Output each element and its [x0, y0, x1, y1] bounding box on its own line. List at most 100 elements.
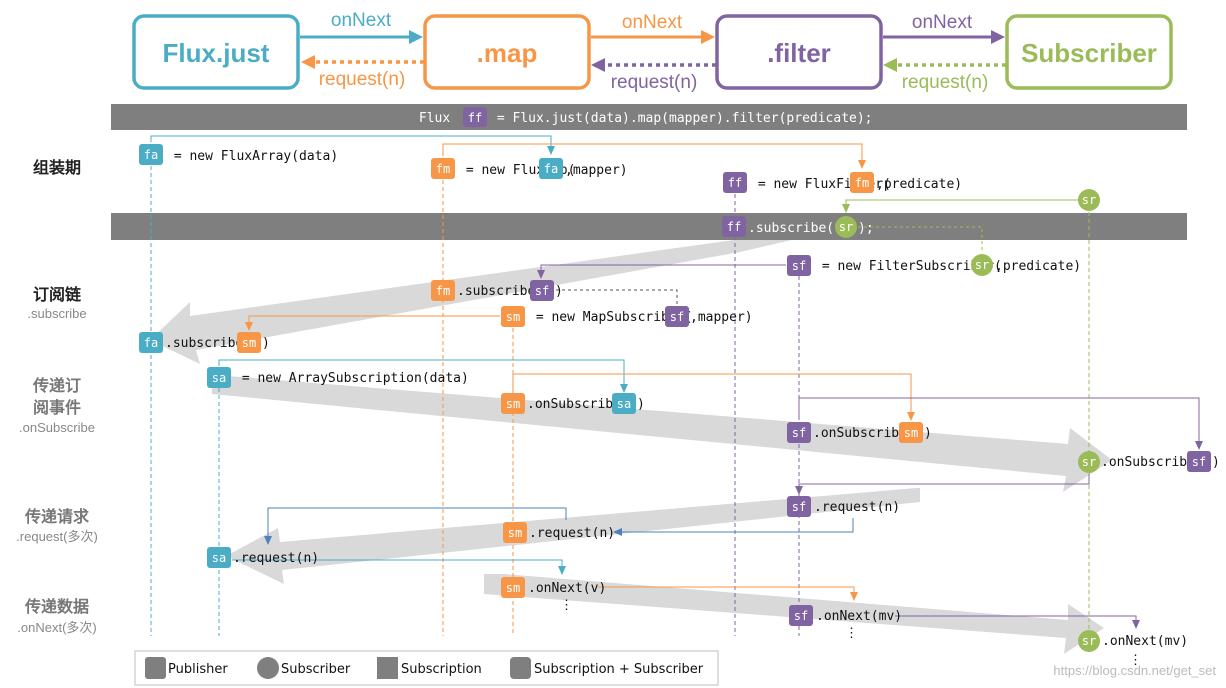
legend-subscription-label: Subscription: [401, 662, 482, 677]
tag-fa-arg: fa: [544, 162, 558, 176]
phase-onnext-subtitle: .onNext(多次): [17, 620, 96, 635]
statement-arraysubscription-text: = new ArraySubscription(data): [234, 371, 469, 386]
flow-bands: [150, 238, 1112, 654]
statement-sf-onnext-text: .onNext(mv): [816, 609, 902, 624]
tag-sa-arg: sa: [617, 397, 631, 411]
statement-mapsubscriber-text2: ,mapper): [690, 310, 753, 325]
code-bar-2-tag: ff: [727, 220, 741, 234]
legend-subscription-subscriber-swatch: [510, 657, 531, 679]
statement-filtersubscriber-text2: ,predicate): [995, 259, 1081, 274]
statement-fm-subscribe-text: .subscribe(: [457, 284, 543, 299]
tag-sm-3: sm: [508, 526, 522, 540]
tag-sf: sf: [792, 259, 806, 273]
ellipsis-sr: ⋮: [1129, 653, 1142, 668]
statement-sr-onsubscribe-text: .onSubscribe(: [1101, 455, 1203, 470]
on-next-label-2: onNext: [622, 12, 683, 33]
statement-fa-subscribe-text: .subscribe(: [165, 336, 251, 351]
statement-sr: sr: [1078, 189, 1100, 211]
subscriber-label: Subscriber: [1021, 38, 1157, 68]
tag-sf-2: sf: [792, 426, 806, 440]
header: Flux.just .map .filter Subscriber onNext…: [132, 10, 1173, 93]
statement-fa-subscribe-text2: ): [262, 336, 270, 351]
flux-just-box: [132, 14, 300, 90]
statement-fm-subscribe: fm .subscribe( sf ): [431, 280, 563, 301]
statement-sm-request: sm .request(n): [503, 522, 615, 543]
tag-fm-2: fm: [436, 284, 450, 298]
statement-mapsubscriber: sm = new MapSubscriber( sf ,mapper): [501, 306, 753, 327]
code-bar-1-tag: ff: [468, 111, 482, 125]
statement-sf-request-text: .request(n): [814, 500, 900, 515]
connectors: [150, 135, 1203, 629]
legend-publisher-swatch: [145, 657, 166, 679]
phase-onsubscribe-title-line2: 阅事件: [33, 398, 81, 417]
statement-sf-request: sf .request(n): [787, 496, 900, 517]
tag-sm-4: sm: [506, 581, 520, 595]
tag-sr-arg: sr: [975, 258, 989, 272]
legend-publisher-label: Publisher: [168, 662, 228, 677]
phase-onsubscribe-subtitle: .onSubscribe: [19, 420, 95, 435]
phase-request-title: 传递请求: [24, 507, 90, 526]
statement-fluxarray: fa = new FluxArray(data): [139, 144, 338, 165]
tag-fa-2: fa: [144, 336, 158, 350]
tag-sa: sa: [212, 371, 226, 385]
code-bar-1-text: = Flux.just(data).map(mapper).filter(pre…: [489, 111, 873, 126]
statement-sa-request: sa .request(n): [207, 547, 319, 568]
code-bar-1: Flux ff = Flux.just(data).map(mapper).fi…: [111, 104, 1187, 130]
statement-sr-onsubscribe-text2: ): [1212, 455, 1220, 470]
on-next-label-1: onNext: [331, 10, 392, 31]
statement-filtersubscriber: sf = new FilterSubscriber( sr ,predicate…: [787, 254, 1081, 276]
phase-subscribe-title: 订阅链: [33, 285, 82, 304]
legend: Publisher Subscriber Subscription Subscr…: [134, 650, 719, 686]
statement-sm-request-text: .request(n): [529, 526, 615, 541]
statement-fluxmap-text2: ,mapper): [565, 163, 628, 178]
statement-fluxmap: fm = new FluxMap( fa ,mapper): [431, 158, 628, 179]
statements: fa = new FluxArray(data) fm = new FluxMa…: [139, 144, 1220, 668]
legend-subscriber-swatch: [257, 657, 279, 679]
phase-onnext-title: 传递数据: [24, 597, 89, 616]
request-label-2: request(n): [611, 72, 698, 93]
statement-sf-onsubscribe-text: .onSubscribe(: [813, 426, 915, 441]
tag-sf-4: sf: [794, 609, 808, 623]
tag-sf-3: sf: [792, 500, 806, 514]
filter-box: [715, 14, 883, 90]
request-band: [226, 488, 920, 584]
phase-onsubscribe-title-line1: 传递订: [32, 376, 81, 395]
ellipsis-sm: ⋮: [560, 598, 573, 613]
subscribe-band: [150, 238, 800, 364]
tag-sm: sm: [506, 310, 520, 324]
code-bar-2-text-a: .subscribe(: [748, 221, 834, 236]
statement-sm-onsubscribe-text: .onSubscribe(: [527, 397, 629, 412]
statement-sf-onsubscribe: sf .onSubscribe( sm ): [787, 422, 932, 443]
tag-ff: ff: [728, 176, 742, 190]
code-bar-1-prefix: Flux: [419, 111, 458, 126]
tag-sm-arg-2: sm: [904, 426, 918, 440]
statement-sm-onsubscribe: sm .onSubscribe( sa ): [501, 393, 645, 414]
statement-sr-onsubscribe: sr .onSubscribe( sf ): [1078, 451, 1220, 473]
code-bar-2-text-b: );: [858, 221, 874, 236]
map-box: [423, 14, 591, 90]
statement-fluxfilter: ff = new FluxFilter( fm ,predicate): [723, 172, 962, 193]
phase-subscribe-subtitle: .subscribe: [27, 306, 86, 321]
statement-fluxarray-text: = new FluxArray(data): [166, 149, 338, 164]
statement-filtersubscriber-text: = new FilterSubscriber(: [814, 259, 1002, 274]
legend-subscription-subscriber-label: Subscription + Subscriber: [534, 662, 704, 677]
phase-request-subtitle: .request(多次): [16, 529, 98, 544]
filter-label: .filter: [767, 38, 831, 68]
tag-sm-arg: sm: [242, 336, 256, 350]
tag-fa: fa: [144, 148, 158, 162]
tag-sf-arg-2: sf: [670, 310, 684, 324]
statement-sf-onsubscribe-text2: ): [924, 426, 932, 441]
request-label-1: request(n): [319, 69, 406, 90]
code-bar-2-tag2: sr: [839, 220, 853, 234]
legend-subscription-swatch: [377, 657, 398, 679]
statement-sr-onnext-text: .onNext(mv): [1102, 634, 1188, 649]
statement-sm-onsubscribe-text2: ): [637, 397, 645, 412]
legend-subscriber-label: Subscriber: [281, 662, 351, 677]
tag-sf-arg-3: sf: [1192, 455, 1206, 469]
tag-fm-arg: fm: [855, 176, 869, 190]
statement-sa-request-text: .request(n): [233, 551, 319, 566]
subscriber-box: [1005, 14, 1173, 90]
tag-fm: fm: [436, 162, 450, 176]
statement-sf-onnext: sf .onNext(mv) ⋮: [789, 605, 902, 641]
tag-sr-3: sr: [1082, 634, 1096, 648]
